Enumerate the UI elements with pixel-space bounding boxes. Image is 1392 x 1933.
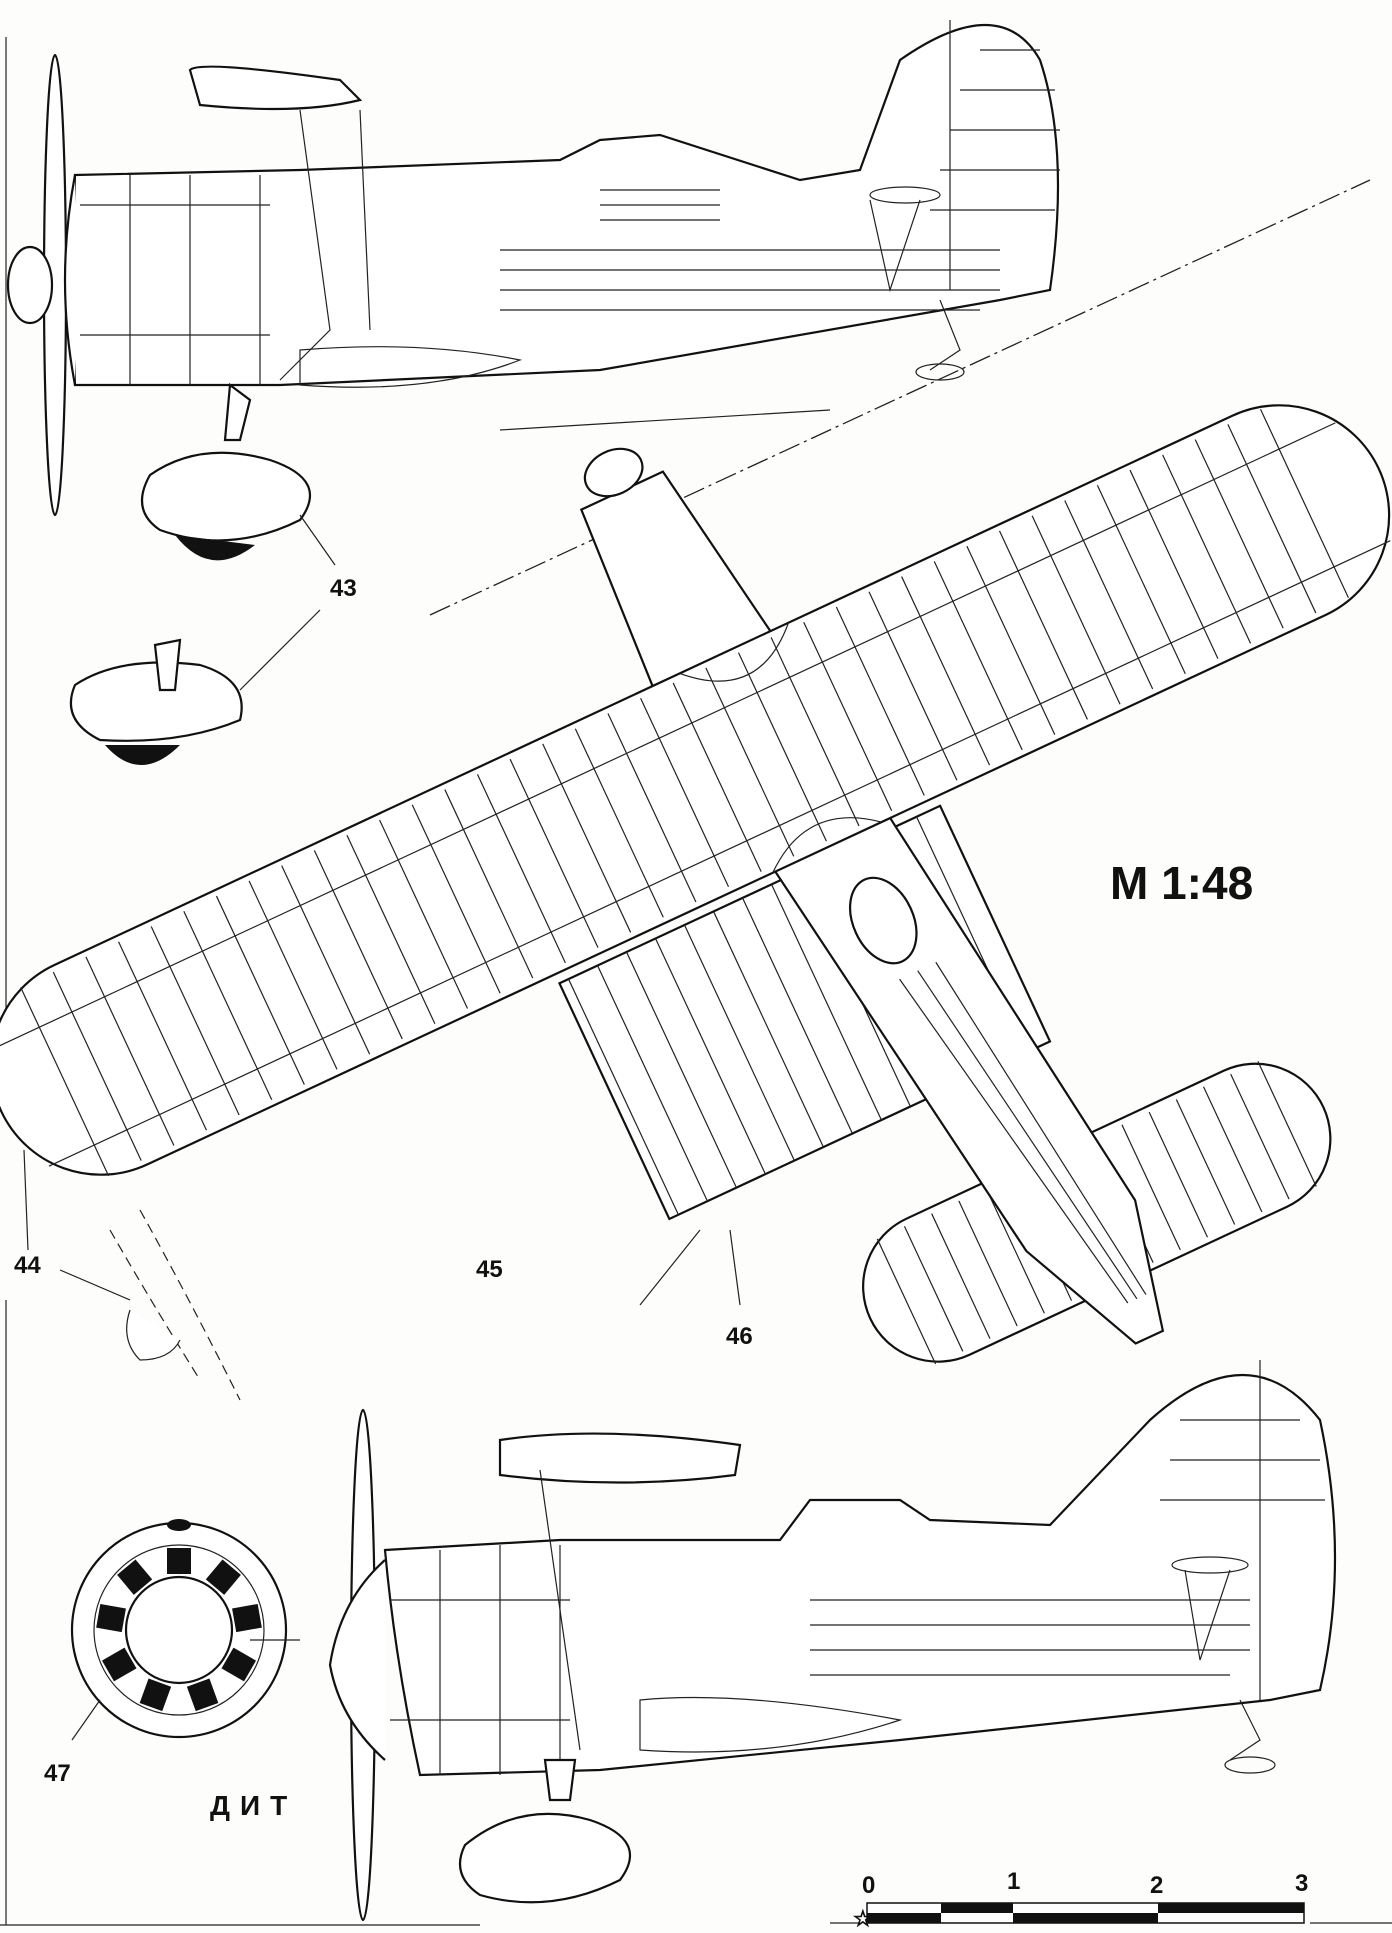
upper-wing bbox=[0, 404, 1391, 1176]
rib-line bbox=[985, 1187, 1045, 1314]
author-signature: ДИТ bbox=[210, 1790, 298, 1821]
cowling-front-view bbox=[70, 1519, 300, 1741]
rib-line bbox=[281, 865, 371, 1055]
rib-line bbox=[1257, 1061, 1317, 1187]
spinner bbox=[6, 245, 54, 325]
rib-line bbox=[958, 1200, 1018, 1327]
cylinder-head bbox=[117, 1559, 153, 1595]
rib-line bbox=[52, 971, 142, 1161]
rib-line bbox=[933, 561, 1023, 751]
side-view-bottom bbox=[328, 1360, 1337, 1922]
rib-line bbox=[1121, 1124, 1181, 1251]
landing-gear-strut bbox=[223, 382, 252, 442]
centerline-axis bbox=[429, 179, 1371, 616]
cockpit bbox=[849, 876, 918, 965]
cylinder-head bbox=[186, 1678, 219, 1712]
rib-line bbox=[1194, 439, 1284, 629]
cylinder-head bbox=[205, 1559, 241, 1595]
rib-line bbox=[868, 591, 958, 781]
rib-line bbox=[770, 637, 860, 827]
rib-line bbox=[183, 911, 273, 1101]
rib-line bbox=[741, 897, 853, 1134]
rib-line bbox=[346, 834, 436, 1024]
callout-46: 46 bbox=[726, 1323, 753, 1350]
rib-line bbox=[596, 965, 708, 1202]
rib-line bbox=[574, 728, 664, 918]
cylinder-head bbox=[101, 1647, 137, 1682]
rib-line bbox=[1031, 515, 1121, 705]
rib-line bbox=[1227, 424, 1317, 614]
cylinder-head bbox=[221, 1647, 257, 1682]
plan-view bbox=[0, 404, 1391, 1365]
rib-line bbox=[313, 850, 403, 1040]
callout-43: 43 bbox=[330, 575, 357, 602]
rib-line bbox=[966, 545, 1056, 735]
rib-line bbox=[672, 682, 762, 872]
cylinder-head bbox=[232, 1603, 262, 1633]
rib-line bbox=[654, 938, 766, 1175]
rib-line bbox=[903, 1225, 964, 1352]
scale-tick-3: 3 bbox=[1295, 1870, 1309, 1897]
wheel-fairing bbox=[140, 451, 311, 542]
cylinder-head bbox=[167, 1548, 191, 1574]
rib-line bbox=[379, 819, 469, 1009]
scale-tick-2: 2 bbox=[1150, 1872, 1164, 1899]
rib-line bbox=[20, 987, 110, 1177]
engine-plan bbox=[583, 447, 644, 498]
rib-line bbox=[85, 956, 175, 1146]
rib-line bbox=[803, 621, 893, 811]
detail-44 bbox=[59, 1209, 241, 1401]
rib-line bbox=[118, 941, 208, 1131]
cylinder-head bbox=[139, 1678, 172, 1712]
rib-line bbox=[998, 530, 1088, 720]
side-view-top bbox=[6, 20, 1060, 765]
rib-line bbox=[215, 895, 305, 1085]
rib-line bbox=[835, 606, 925, 796]
fuselage-bottom bbox=[383, 1374, 1337, 1777]
rib-line bbox=[1129, 469, 1219, 659]
rib-line bbox=[411, 804, 501, 994]
rib-line bbox=[640, 698, 730, 888]
rib-line bbox=[476, 774, 566, 964]
rib-line bbox=[1096, 485, 1186, 675]
rib-line bbox=[1064, 500, 1154, 690]
callout-45: 45 bbox=[476, 1256, 503, 1283]
rib-line bbox=[444, 789, 534, 979]
rib-line bbox=[901, 576, 991, 766]
cylinder-head bbox=[96, 1603, 126, 1633]
rib-line bbox=[683, 924, 795, 1161]
rib-line bbox=[607, 713, 697, 903]
callout-44: 44 bbox=[14, 1252, 41, 1279]
spinner-bottom bbox=[328, 1559, 386, 1761]
rib-line bbox=[876, 1238, 937, 1365]
rib-line bbox=[1202, 1086, 1263, 1213]
scale-bar: ☆ bbox=[830, 1902, 1392, 1932]
rib-line bbox=[1259, 408, 1349, 598]
upper-wing-section-bottom bbox=[498, 1432, 742, 1484]
wheel-fairing-alt bbox=[69, 661, 243, 742]
rib-line bbox=[931, 1213, 991, 1339]
rib-line bbox=[1148, 1111, 1209, 1238]
rib-line bbox=[567, 978, 679, 1215]
rib-line bbox=[625, 951, 737, 1188]
rib-line bbox=[1230, 1073, 1290, 1200]
scale-tick-1: 1 bbox=[1007, 1868, 1021, 1895]
rib-line bbox=[150, 926, 240, 1116]
rib-line bbox=[509, 758, 599, 948]
rib-line bbox=[1162, 454, 1252, 644]
scale-tick-0: 0 bbox=[862, 1872, 876, 1899]
rib-line bbox=[770, 884, 882, 1121]
wheel-fairing-bottom bbox=[458, 1812, 631, 1904]
rib-line bbox=[248, 880, 338, 1070]
rib-line bbox=[1175, 1099, 1236, 1225]
upper-wing-section bbox=[188, 65, 363, 111]
rib-line bbox=[705, 667, 795, 857]
callout-47: 47 bbox=[44, 1760, 71, 1787]
rib-line bbox=[737, 652, 827, 842]
rib-line bbox=[712, 911, 824, 1148]
scale-title: M 1:48 bbox=[1110, 857, 1254, 909]
rib-line bbox=[542, 743, 632, 933]
